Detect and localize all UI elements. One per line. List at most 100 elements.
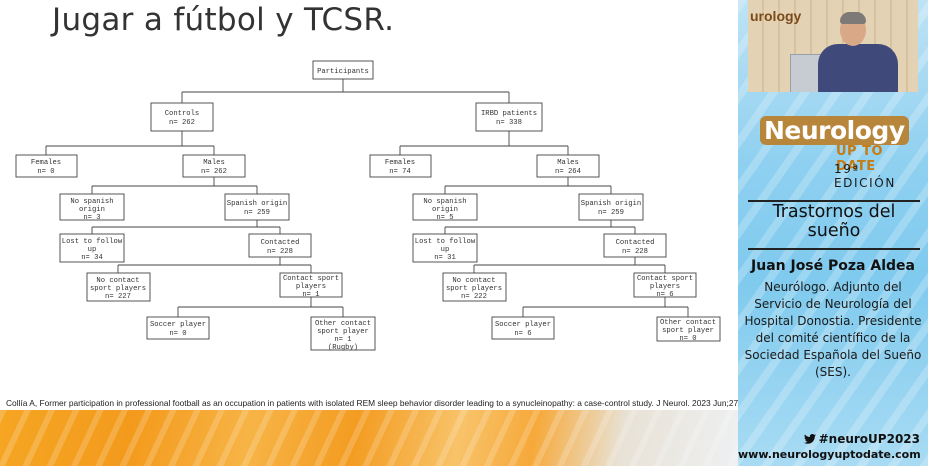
node-left-no-contact: No contact sport players n= 227 — [86, 272, 151, 302]
node-left-females: Females n= 0 — [15, 154, 78, 178]
svg-text:origin: origin — [79, 206, 105, 214]
node-left-males: Males n= 262 — [182, 154, 246, 178]
hashtag: #neuroUP2023 — [738, 432, 920, 446]
svg-text:n= 262: n= 262 — [201, 168, 227, 176]
node-left-lost: Lost to follow up n= 34 — [59, 233, 125, 263]
svg-text:n= 228: n= 228 — [622, 248, 648, 256]
svg-text:Lost to follow: Lost to follow — [415, 238, 476, 246]
svg-text:Contacted: Contacted — [261, 239, 300, 247]
svg-text:n= 6: n= 6 — [656, 291, 673, 299]
hashtag-text: #neuroUP2023 — [818, 432, 920, 446]
svg-text:n= 262: n= 262 — [169, 119, 195, 127]
citation: Collía A, Former participation in profes… — [6, 398, 798, 408]
svg-text:Females: Females — [31, 159, 61, 167]
svg-text:players: players — [650, 283, 680, 291]
svg-text:Soccer player: Soccer player — [150, 321, 206, 329]
node-left-contacted: Contacted n= 228 — [248, 233, 312, 258]
svg-text:n= 0: n= 0 — [37, 168, 54, 176]
svg-text:sport player: sport player — [317, 328, 369, 336]
svg-text:n= 1: n= 1 — [302, 291, 319, 299]
svg-text:n= 1: n= 1 — [334, 336, 351, 344]
website-link[interactable]: www.neurologyuptodate.com — [738, 448, 921, 461]
svg-text:Lost to follow: Lost to follow — [62, 238, 123, 246]
node-left-soccer: Soccer player n= 0 — [146, 316, 210, 340]
svg-text:up: up — [88, 246, 97, 254]
slide-title: Jugar a fútbol y TCSR. — [52, 2, 395, 38]
node-controls: Controls n= 262 — [150, 102, 214, 132]
svg-text:n= 222: n= 222 — [461, 293, 487, 301]
svg-text:n= 74: n= 74 — [389, 168, 411, 176]
svg-text:n= 227: n= 227 — [105, 293, 131, 301]
svg-text:No contact: No contact — [452, 277, 495, 285]
svg-text:n= 0: n= 0 — [679, 335, 696, 343]
node-right-no-contact: No contact sport players n= 222 — [442, 272, 507, 302]
node-irbd: IRBD patients n= 338 — [475, 102, 543, 132]
svg-text:n= 259: n= 259 — [244, 209, 270, 217]
svg-text:No contact: No contact — [96, 277, 139, 285]
speaker-name: Juan José Poza Aldea — [751, 258, 915, 274]
decorative-banner — [0, 410, 738, 466]
svg-text:No spanish: No spanish — [70, 198, 113, 206]
twitter-icon — [803, 434, 816, 444]
svg-text:sport players: sport players — [90, 285, 146, 293]
node-right-soccer: Soccer player n= 6 — [491, 316, 555, 340]
flowchart: Participants Controls n= 262 Females n= … — [15, 60, 721, 352]
svg-text:n= 338: n= 338 — [496, 119, 522, 127]
svg-text:n= 6: n= 6 — [514, 330, 531, 338]
svg-text:Contact sport: Contact sport — [637, 275, 693, 283]
svg-text:Males: Males — [557, 159, 579, 167]
svg-text:up: up — [441, 246, 450, 254]
svg-text:Females: Females — [385, 159, 415, 167]
webcam-logo: urology — [750, 8, 802, 24]
svg-text:n= 34: n= 34 — [81, 254, 103, 262]
svg-text:n= 0: n= 0 — [169, 330, 186, 338]
svg-text:(Rugby): (Rugby) — [328, 344, 358, 352]
logo-subtitle: UP TO DATE — [836, 144, 884, 174]
svg-text:Controls: Controls — [165, 110, 200, 118]
svg-text:Other contact: Other contact — [315, 320, 371, 328]
node-right-females: Females n= 74 — [369, 154, 432, 178]
svg-text:Contact sport: Contact sport — [283, 275, 339, 283]
svg-text:Soccer player: Soccer player — [495, 321, 551, 329]
sidebar: urology Neurology UP TO DATE 19ª EDICIÓN… — [738, 0, 928, 466]
node-right-contacted: Contacted n= 228 — [603, 233, 667, 258]
neurology-logo: Neurology UP TO DATE 19ª EDICIÓN — [750, 114, 922, 190]
divider — [748, 248, 920, 250]
node-participants-label: Participants — [317, 68, 369, 76]
svg-text:n= 5: n= 5 — [436, 214, 453, 222]
node-right-males: Males n= 264 — [536, 154, 600, 178]
svg-text:Spanish origin: Spanish origin — [581, 200, 641, 208]
svg-text:No spanish: No spanish — [423, 198, 466, 206]
speaker-bio: Neurólogo. Adjunto del Servicio de Neuro… — [744, 280, 922, 379]
divider — [748, 200, 920, 202]
svg-text:IRBD patients: IRBD patients — [481, 110, 537, 118]
node-right-contact-sport: Contact sport players n= 6 — [633, 272, 697, 299]
svg-text:n= 228: n= 228 — [267, 248, 293, 256]
logo-edition: 19ª EDICIÓN — [834, 162, 896, 190]
svg-text:Spanish origin: Spanish origin — [227, 200, 287, 208]
svg-text:sport player: sport player — [662, 327, 714, 335]
svg-text:players: players — [296, 283, 326, 291]
node-right-other: Other contact sport player n= 0 — [656, 316, 721, 343]
node-left-spanish: Spanish origin n= 259 — [224, 193, 290, 221]
logo-word: Neurology — [760, 116, 909, 145]
svg-text:sport players: sport players — [446, 285, 502, 293]
svg-text:n= 259: n= 259 — [598, 209, 624, 217]
node-left-no-spanish: No spanish origin n= 3 — [59, 193, 125, 222]
svg-text:Males: Males — [203, 159, 225, 167]
svg-text:origin: origin — [432, 206, 458, 214]
svg-text:n= 3: n= 3 — [83, 214, 100, 222]
node-right-no-spanish: No spanish origin n= 5 — [412, 193, 478, 222]
flowchart-connectors — [45, 79, 689, 317]
node-right-lost: Lost to follow up n= 31 — [412, 233, 478, 263]
slide: Jugar a fútbol y TCSR. — [6, 2, 798, 408]
node-left-contact-sport: Contact sport players n= 1 — [279, 272, 343, 299]
session-title: Trastornos del sueño — [772, 202, 896, 241]
node-left-other: Other contact sport player n= 1 (Rugby) — [310, 316, 376, 352]
svg-text:n= 31: n= 31 — [434, 254, 456, 262]
svg-text:Other contact: Other contact — [660, 319, 716, 327]
speaker-webcam: urology — [748, 0, 918, 92]
svg-text:n= 264: n= 264 — [555, 168, 581, 176]
node-right-spanish: Spanish origin n= 259 — [578, 193, 644, 221]
svg-text:Contacted: Contacted — [616, 239, 655, 247]
